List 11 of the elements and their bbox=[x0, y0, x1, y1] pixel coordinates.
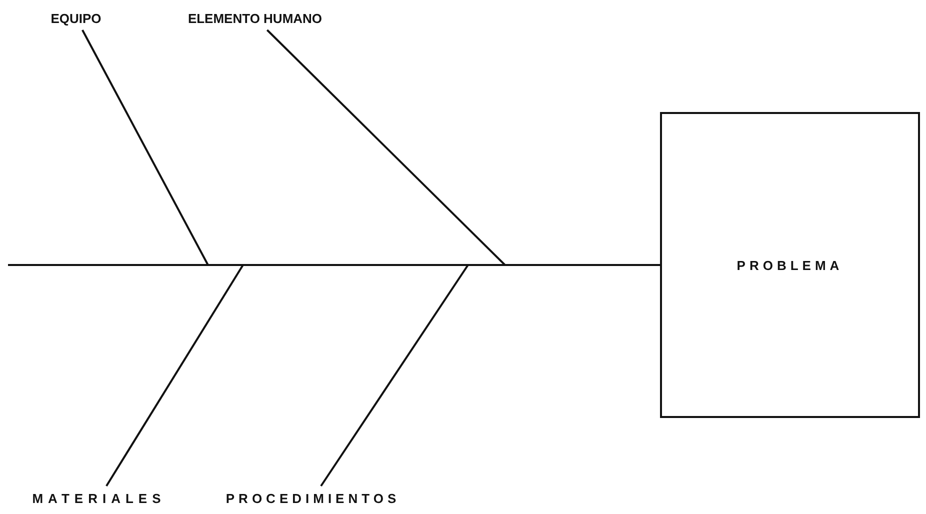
problem-label: PROBLEMA bbox=[736, 258, 844, 272]
category-label: PROCEDIMIENTOS bbox=[226, 490, 400, 506]
problem-box bbox=[660, 112, 920, 418]
bone-line bbox=[266, 29, 506, 266]
category-label: MATERIALES bbox=[32, 490, 166, 506]
bone-line bbox=[82, 30, 209, 266]
category-label: EQUIPO bbox=[50, 10, 102, 26]
bone-line bbox=[320, 264, 469, 487]
category-label: ELEMENTO HUMANO bbox=[188, 10, 322, 26]
spine-line bbox=[8, 264, 660, 266]
bone-line bbox=[106, 264, 244, 487]
